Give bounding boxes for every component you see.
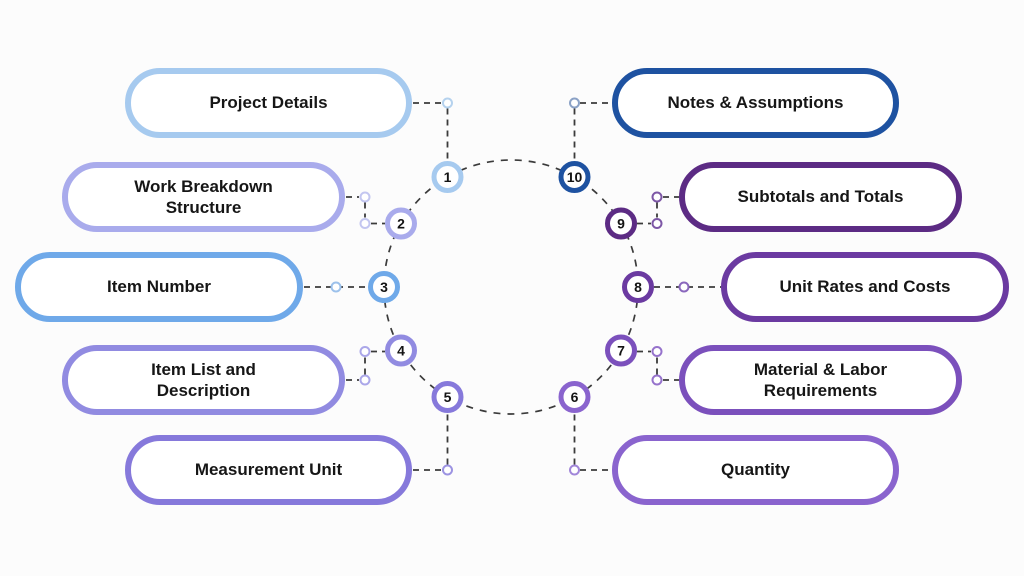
item-label-material-labor-requirements: Material & Labor Requirements bbox=[753, 359, 888, 400]
node-9-circle bbox=[605, 207, 637, 240]
item-label-work-breakdown-structure: Work Breakdown Structure bbox=[134, 176, 273, 217]
connector-line-10 bbox=[573, 102, 611, 161]
item-box-work-breakdown-structure: Work Breakdown Structure bbox=[62, 162, 345, 232]
connector-dot-10 bbox=[569, 97, 580, 109]
node-9: 9 bbox=[605, 207, 637, 240]
connector-dot-9a bbox=[651, 191, 663, 203]
connector-line-5 bbox=[413, 413, 449, 471]
connector-line-7 bbox=[637, 350, 679, 381]
node-6: 6 bbox=[558, 381, 591, 413]
node-1-circle bbox=[431, 161, 464, 193]
item-label-quantity: Quantity bbox=[721, 460, 790, 480]
connector-line-6 bbox=[573, 413, 611, 471]
connector-line-1 bbox=[413, 102, 449, 161]
node-1: 1 bbox=[431, 161, 464, 193]
node-10: 10 bbox=[558, 161, 591, 193]
node-1-number: 1 bbox=[444, 169, 452, 185]
item-label-notes-assumptions: Notes & Assumptions bbox=[667, 93, 844, 113]
item-box-material-labor-requirements: Material & Labor Requirements bbox=[679, 345, 962, 415]
connector-dot-1 bbox=[442, 97, 453, 109]
node-3-number: 3 bbox=[380, 279, 388, 295]
node-5: 5 bbox=[431, 381, 464, 413]
connector-dot-2a bbox=[359, 191, 371, 203]
node-10-number: 10 bbox=[567, 169, 583, 185]
connector-dot-7a bbox=[651, 346, 663, 357]
item-box-unit-rates-and-costs: Unit Rates and Costs bbox=[721, 252, 1009, 322]
connector-dot-6 bbox=[569, 464, 580, 476]
node-8: 8 bbox=[622, 271, 654, 303]
node-5-circle bbox=[431, 381, 464, 413]
node-6-circle bbox=[558, 381, 591, 413]
item-label-measurement-unit: Measurement Unit bbox=[194, 460, 343, 480]
connector-dot-9b bbox=[651, 218, 663, 229]
item-box-measurement-unit: Measurement Unit bbox=[125, 435, 412, 505]
item-box-project-details: Project Details bbox=[125, 68, 412, 138]
connector-dot-8 bbox=[678, 281, 690, 293]
connector-dot-3 bbox=[330, 281, 342, 293]
item-box-item-number: Item Number bbox=[15, 252, 303, 322]
item-box-quantity: Quantity bbox=[612, 435, 899, 505]
connector-dot-5 bbox=[442, 464, 453, 476]
node-10-circle bbox=[558, 161, 591, 193]
node-7-circle bbox=[605, 334, 637, 367]
connector-dot-2b bbox=[359, 218, 371, 229]
node-7-number: 7 bbox=[617, 343, 625, 359]
node-3: 3 bbox=[368, 271, 400, 303]
connector-dot-7b bbox=[651, 374, 663, 386]
item-box-subtotals-and-totals: Subtotals and Totals bbox=[679, 162, 962, 232]
item-label-project-details: Project Details bbox=[209, 93, 328, 113]
node-4-number: 4 bbox=[397, 343, 405, 359]
connector-dot-4a bbox=[359, 346, 371, 357]
item-label-item-list-and-description: Item List and Description bbox=[151, 359, 256, 400]
connector-line-4 bbox=[346, 350, 385, 381]
node-9-number: 9 bbox=[617, 216, 625, 232]
dashed-cycle-ring bbox=[383, 159, 639, 415]
node-2-circle bbox=[385, 207, 417, 240]
item-label-subtotals-and-totals: Subtotals and Totals bbox=[737, 187, 904, 207]
node-8-number: 8 bbox=[634, 279, 642, 295]
node-7: 7 bbox=[605, 334, 637, 367]
connector-line-9 bbox=[637, 196, 679, 225]
node-8-circle bbox=[622, 271, 654, 303]
item-box-item-list-and-description: Item List and Description bbox=[62, 345, 345, 415]
item-box-notes-assumptions: Notes & Assumptions bbox=[612, 68, 899, 138]
item-label-item-number: Item Number bbox=[107, 277, 211, 297]
node-6-number: 6 bbox=[571, 389, 579, 405]
connector-line-2 bbox=[346, 196, 385, 225]
connector-dot-4b bbox=[359, 374, 371, 386]
node-4-circle bbox=[385, 334, 417, 367]
node-4: 4 bbox=[385, 334, 417, 367]
item-label-unit-rates-and-costs: Unit Rates and Costs bbox=[779, 277, 951, 297]
node-2-number: 2 bbox=[397, 216, 405, 232]
node-3-circle bbox=[368, 271, 400, 303]
node-2: 2 bbox=[385, 207, 417, 240]
node-5-number: 5 bbox=[444, 389, 452, 405]
